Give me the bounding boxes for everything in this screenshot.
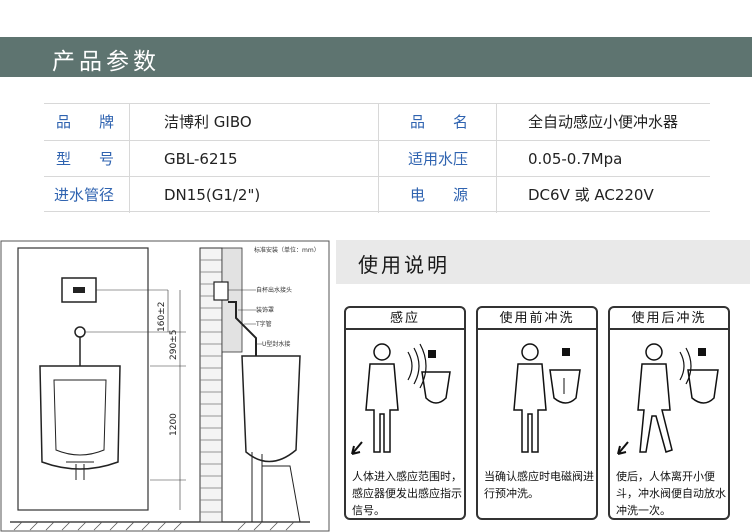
spec-label: 型号 bbox=[56, 150, 143, 168]
spec-value: 全自动感应小便冲水器 bbox=[528, 113, 679, 131]
spec-value: DC6V 或 AC220V bbox=[528, 186, 654, 204]
panel-post-flush: 使用后冲洗 使后，人体离开小便斗，冲水阀便自动放水冲洗一次。 bbox=[608, 306, 730, 520]
column-divider bbox=[378, 104, 379, 140]
person-approach-icon bbox=[351, 343, 451, 455]
column-divider bbox=[496, 177, 497, 213]
column-divider bbox=[496, 141, 497, 177]
section-banner: 产品参数 bbox=[0, 37, 752, 77]
panel-title: 使用前冲洗 bbox=[478, 308, 596, 330]
spec-value: DN15(G1/2") bbox=[164, 186, 261, 204]
column-divider bbox=[378, 177, 379, 213]
spec-row: 型号 GBL-6215 适用水压 0.05-0.7Mpa bbox=[44, 140, 710, 177]
spec-label: 品名 bbox=[410, 113, 497, 131]
section-title: 产品参数 bbox=[52, 49, 160, 75]
spec-label: 品牌 bbox=[56, 113, 143, 131]
sensor-window-icon bbox=[73, 287, 85, 293]
spec-row: 进水管径 DN15(G1/2") 电源 DC6V 或 AC220V bbox=[44, 176, 710, 213]
spec-table: 品牌 洁博利 GIBO 品名 全自动感应小便冲水器 型号 GBL-6215 适用… bbox=[44, 103, 710, 213]
callout-label: 装饰罩 bbox=[256, 306, 274, 314]
spec-value: GBL-6215 bbox=[164, 150, 238, 168]
spec-label: 适用水压 bbox=[408, 150, 469, 168]
person-leaving-icon bbox=[617, 343, 719, 455]
person-standing-icon bbox=[513, 343, 581, 453]
urinal-side-icon bbox=[241, 355, 301, 463]
spec-label: 进水管径 bbox=[54, 186, 115, 204]
panel-sensing: 感应 人体进入感应范围时，感应器便发出感应指示信号。 bbox=[344, 306, 466, 520]
drawing-note: 标准安装（单位：mm） bbox=[254, 246, 320, 254]
column-divider bbox=[129, 104, 130, 140]
panel-title: 使用后冲洗 bbox=[610, 308, 728, 330]
spec-row: 品牌 洁博利 GIBO 品名 全自动感应小便冲水器 bbox=[44, 103, 710, 140]
column-divider bbox=[129, 141, 130, 177]
installation-drawing-svg: 160±2 290±5 1200 标准安装（单位：mm） 自杯出水接头 bbox=[0, 240, 330, 532]
dimension-label: 290±5 bbox=[169, 330, 179, 360]
spec-label: 电源 bbox=[410, 186, 497, 204]
column-divider bbox=[496, 104, 497, 140]
panel-pre-flush: 使用前冲洗 当确认感应时电磁阀进行预冲洗。 bbox=[476, 306, 598, 520]
spec-value: 0.05-0.7Mpa bbox=[528, 150, 623, 168]
column-divider bbox=[129, 177, 130, 213]
usage-title: 使用说明 bbox=[358, 253, 450, 277]
panel-description: 使后，人体离开小便斗，冲水阀便自动放水冲洗一次。 bbox=[616, 470, 726, 517]
dimension-label: 160±2 bbox=[157, 302, 167, 332]
installation-drawing: 160±2 290±5 1200 标准安装（单位：mm） 自杯出水接头 bbox=[0, 240, 330, 532]
callout-label: T字管 bbox=[255, 320, 272, 328]
usage-instructions: 使用说明 感应 人体进入感应范围时，感应器便发出感应指示信号。 使用前冲洗 当确… bbox=[336, 240, 750, 532]
spec-value: 洁博利 GIBO bbox=[164, 113, 252, 131]
callout-label: 自杯出水接头 bbox=[256, 286, 292, 294]
panel-description: 当确认感应时电磁阀进行预冲洗。 bbox=[484, 470, 594, 500]
panel-title: 感应 bbox=[346, 308, 464, 330]
dimension-label: 1200 bbox=[169, 413, 179, 436]
usage-header: 使用说明 bbox=[336, 240, 750, 284]
sensor-side-icon bbox=[213, 281, 229, 301]
panel-description: 人体进入感应范围时，感应器便发出感应指示信号。 bbox=[352, 470, 462, 517]
callout-label: U型封水接 bbox=[262, 340, 290, 348]
column-divider bbox=[378, 141, 379, 177]
